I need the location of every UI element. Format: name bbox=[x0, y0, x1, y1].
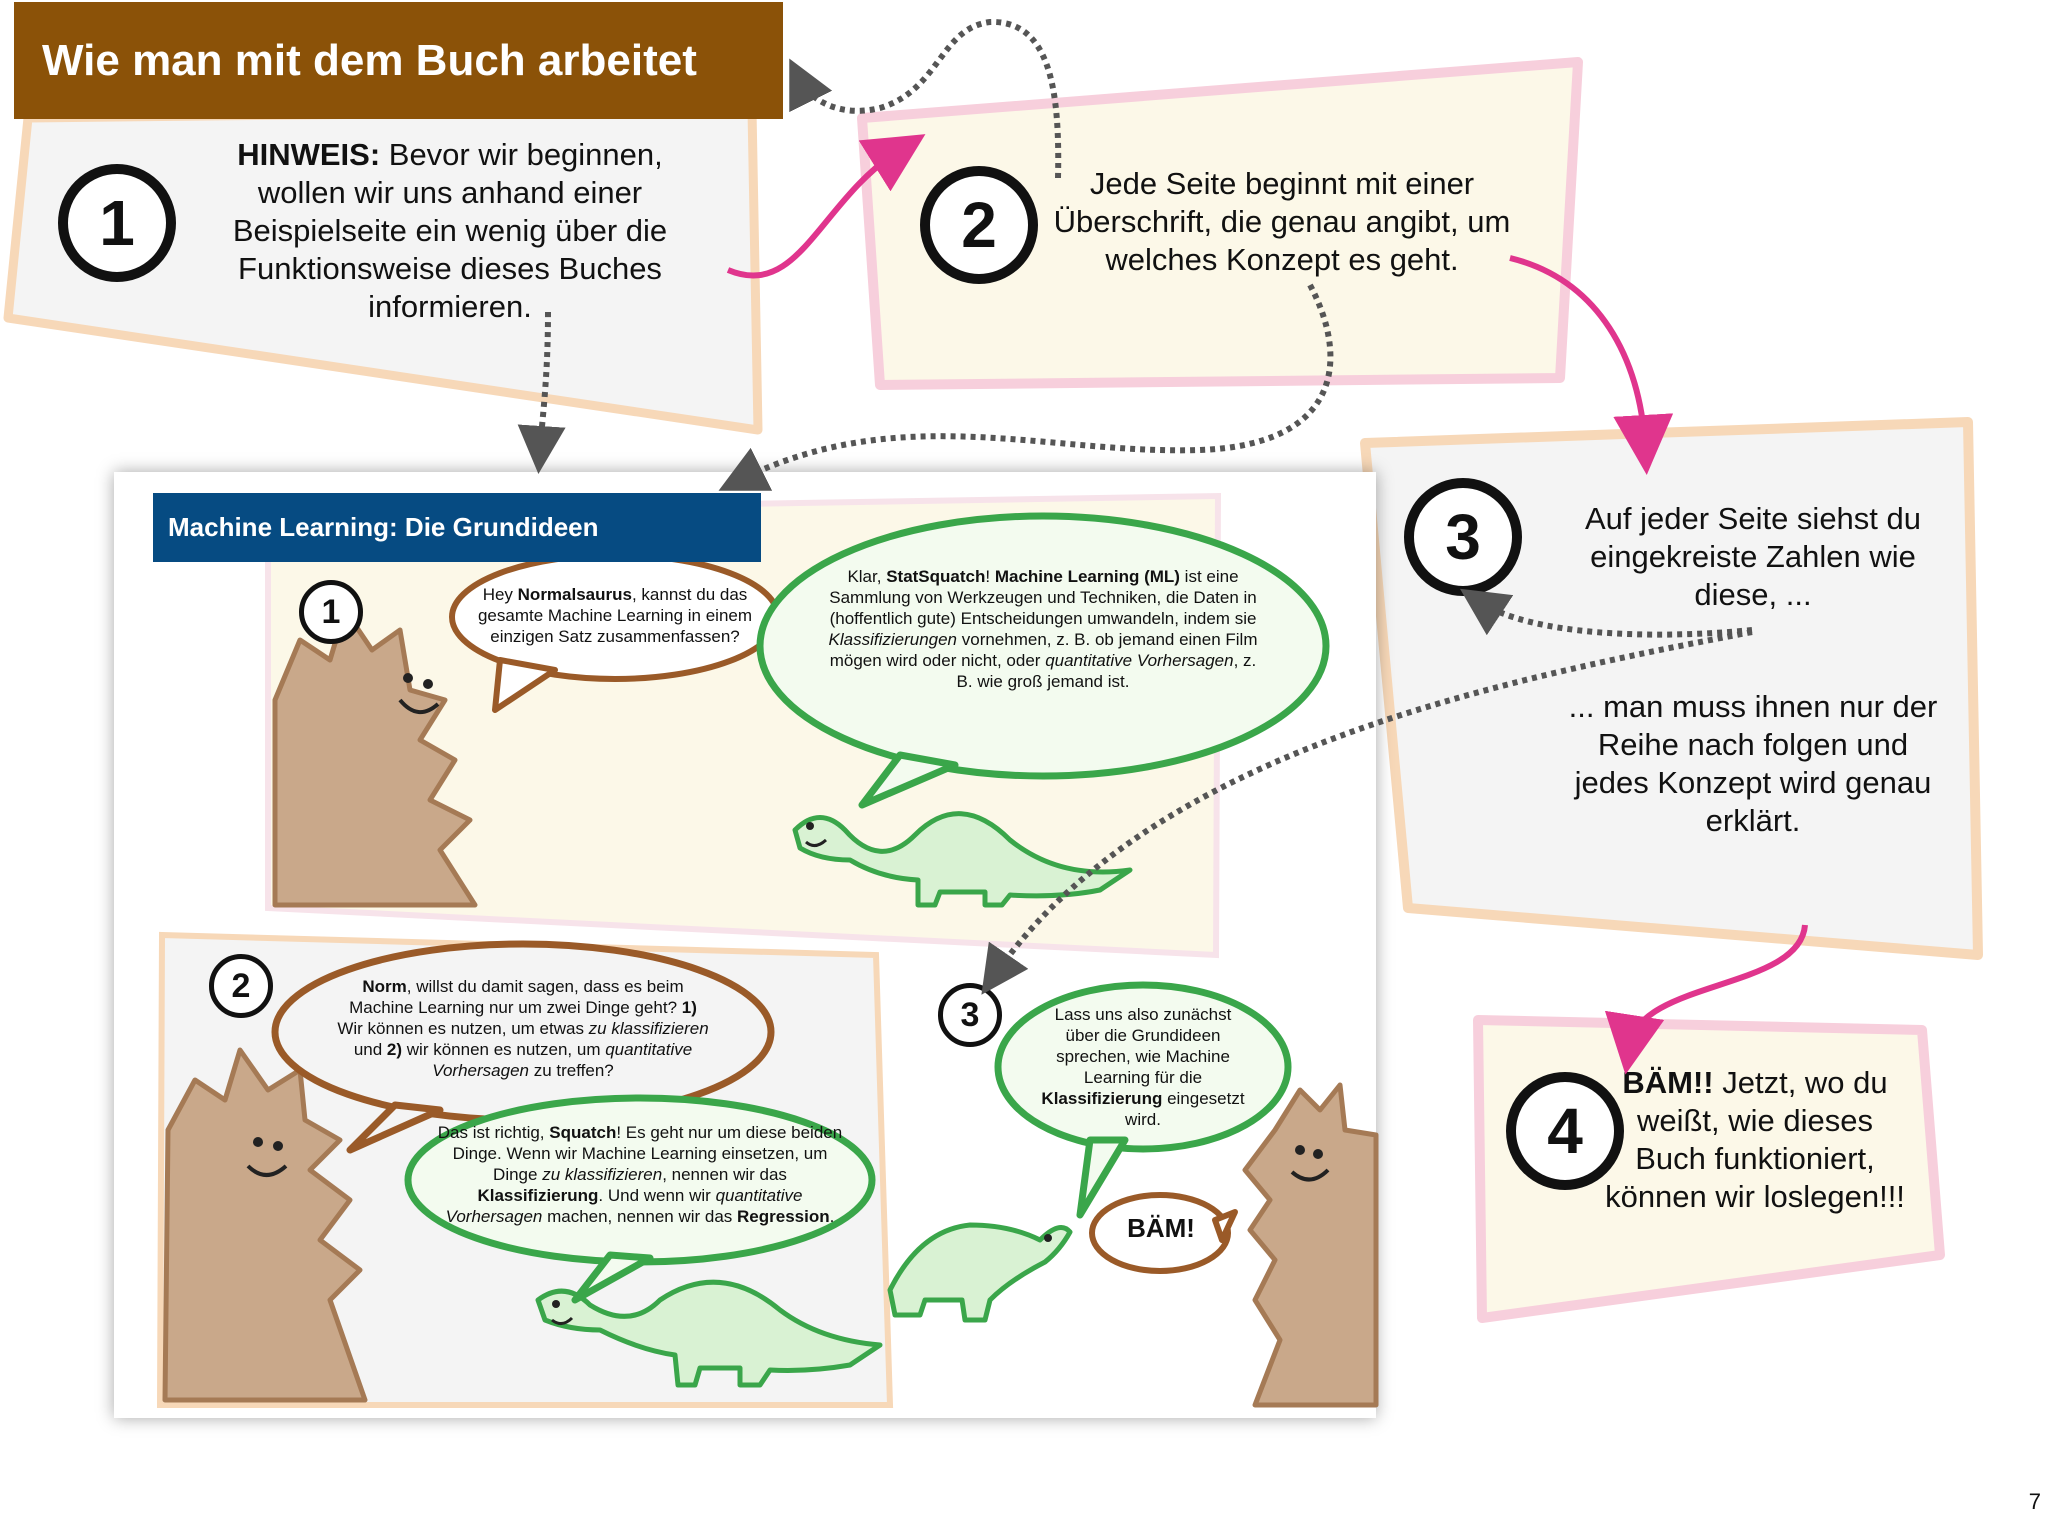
page-number: 7 bbox=[2028, 1489, 2041, 1514]
arrow-to-page-title bbox=[718, 283, 1334, 491]
arrow-to-page bbox=[517, 311, 566, 474]
squatch-panel-3 bbox=[1242, 1082, 1379, 1408]
bubble-norm-panel-3-text: Lass uns also zunächst über die Grundide… bbox=[1041, 1005, 1245, 1129]
step-4-body: Jetzt, wo du weißt, wie dieses Buch funk… bbox=[1605, 1065, 1905, 1214]
squatch-panel-2 bbox=[162, 1047, 368, 1403]
step-3-text-a: Auf jeder Seite siehst du eingekreiste Z… bbox=[1584, 501, 1922, 612]
step-4-number: 4 bbox=[1506, 1072, 1624, 1190]
bubble-squatch-panel-3-text: BÄM! bbox=[1127, 1213, 1195, 1243]
example-panel-2-number: 2 bbox=[209, 954, 273, 1018]
step-4-text: BÄM!! Jetzt, wo du weißt, wie dieses Buc… bbox=[1600, 1064, 1910, 1216]
arrow-2-to-3 bbox=[1509, 255, 1674, 475]
step-1-body: Bevor wir beginnen, wollen wir uns anhan… bbox=[232, 137, 668, 324]
arrow-to-numbers bbox=[1459, 588, 1753, 638]
step-2-text: Jede Seite beginnt mit einer Überschrift… bbox=[1053, 166, 1511, 277]
arrow-1-to-2 bbox=[726, 134, 926, 279]
bubble-norm-panel-2-text: Das ist richtig, Squatch! Es geht nur um… bbox=[437, 1123, 843, 1226]
step-2-number: 2 bbox=[920, 166, 1038, 284]
bubble-squatch-panel-2-text: Norm, willst du damit sagen, dass es bei… bbox=[337, 977, 709, 1080]
bubble-norm-panel-1-text: Klar, StatSquatch! Machine Learning (ML)… bbox=[828, 567, 1258, 691]
page-header: Wie man mit dem Buch arbeitet bbox=[14, 2, 783, 119]
arrow-3-to-4 bbox=[1604, 924, 1808, 1075]
norm-panel-2 bbox=[535, 1279, 883, 1388]
norm-panel-3 bbox=[887, 1222, 1073, 1323]
bubble-norm-panel-1 bbox=[756, 512, 1330, 780]
step-3-text-b: ... man muss ihnen nur der Reihe nach fo… bbox=[1568, 689, 1938, 838]
example-page-title: Machine Learning: Die Grundideen bbox=[153, 493, 761, 562]
bubble-squatch-panel-1-text: Hey Normalsaurus, kannst du das gesamte … bbox=[477, 585, 753, 646]
step-1-number: 1 bbox=[58, 164, 176, 282]
bubble-norm-panel-3 bbox=[994, 981, 1292, 1153]
arrow-to-header bbox=[789, 18, 1062, 179]
norm-panel-1 bbox=[792, 811, 1133, 908]
card-step-2 bbox=[857, 57, 1583, 390]
step-1-lead: HINWEIS: bbox=[237, 137, 381, 172]
example-panel-1-number: 1 bbox=[299, 580, 363, 644]
arrow-to-panel-3 bbox=[981, 629, 1753, 995]
step-1-text: HINWEIS: Bevor wir beginnen, wollen wir … bbox=[205, 136, 695, 326]
